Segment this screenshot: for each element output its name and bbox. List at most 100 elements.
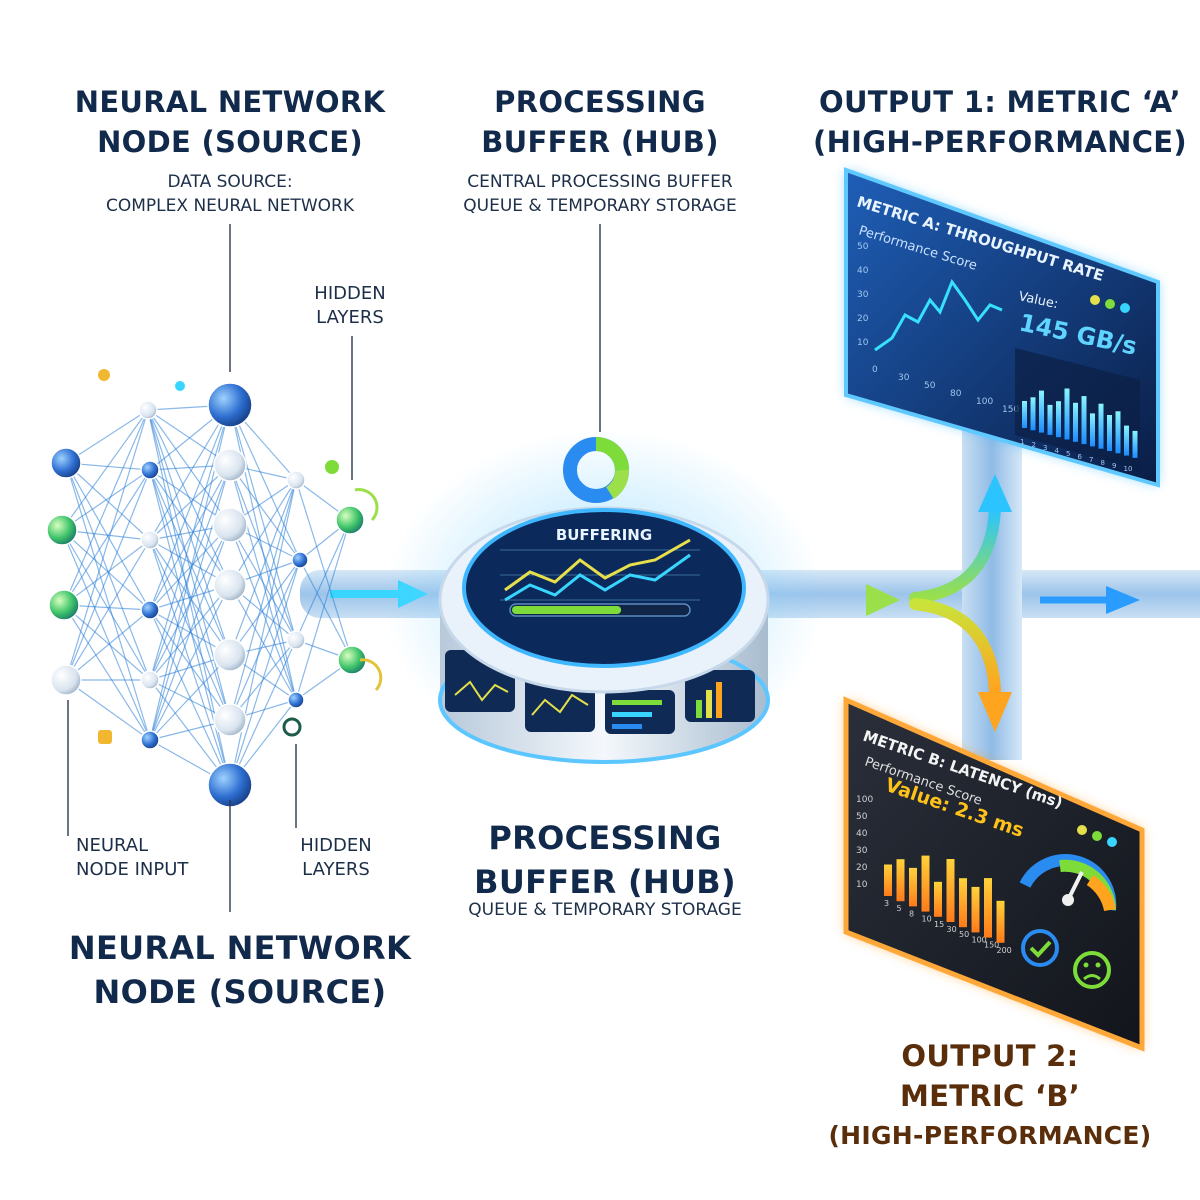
- nn-node: [50, 447, 82, 479]
- panel-a-x-tick: 0: [872, 365, 878, 375]
- hub-side-mini-bar-3: [716, 682, 722, 718]
- nn-node: [207, 382, 253, 428]
- panel-b-bar: [896, 859, 905, 902]
- panel-a-dot-green: [1105, 299, 1115, 309]
- output-b-title-line3: (HIGH-PERFORMANCE): [828, 1121, 1152, 1150]
- output-a-title-line1: OUTPUT 1: METRIC ‘A’: [819, 85, 1181, 119]
- nn-connection: [229, 479, 297, 656]
- hub-title-line1: PROCESSING: [494, 85, 706, 119]
- panel-a-bar-tick: 4: [1055, 447, 1060, 455]
- hidden-bottom-line1: HIDDEN: [300, 835, 372, 856]
- nn-connection: [229, 639, 297, 786]
- nn-connection: [65, 609, 151, 681]
- nn-connection: [63, 409, 149, 606]
- panel-b-bar: [959, 878, 967, 928]
- hub-side-bar-2: [612, 712, 652, 717]
- ring-node-icon: [282, 717, 302, 737]
- nn-node: [286, 470, 306, 490]
- nn-node: [213, 703, 247, 737]
- nn-connection: [229, 464, 297, 641]
- nn-connection: [149, 469, 231, 721]
- nn-node: [140, 530, 160, 550]
- flow-arrow-pass-through-head: [1106, 586, 1140, 614]
- panel-a-bar: [1064, 388, 1070, 440]
- nn-node: [46, 514, 78, 546]
- panel-b-bar: [946, 859, 955, 922]
- hub-buffer-line-2: [504, 553, 691, 602]
- buffer-progress-fill: [512, 606, 622, 614]
- panel-b-x-tick: 10: [922, 915, 932, 924]
- nn-connection: [63, 604, 151, 741]
- nn-connection: [295, 519, 351, 641]
- network-decorations: [98, 369, 383, 744]
- panel-b-y-tick: 10: [856, 880, 868, 890]
- panel-a-bar: [1056, 401, 1061, 438]
- nn-connection: [295, 479, 353, 661]
- output-a-title-line2: (HIGH-PERFORMANCE): [813, 125, 1187, 159]
- nn-node: [291, 551, 309, 569]
- nn-connection: [149, 464, 231, 741]
- panel-a-bar: [1030, 397, 1036, 431]
- hub-bottom-description: QUEUE & TEMPORARY STORAGE: [468, 900, 742, 920]
- arc-accent-icon-2: [359, 658, 383, 692]
- nn-node: [212, 507, 248, 543]
- panel-b-x-tick: 15: [934, 920, 944, 929]
- panel-a-y-tick: 10: [857, 338, 869, 348]
- small-cyan-dot-icon: [175, 381, 185, 391]
- panel-a-bar: [1081, 396, 1087, 445]
- nn-node: [287, 691, 305, 709]
- nn-node: [140, 670, 160, 690]
- nn-connection: [61, 529, 151, 741]
- nn-connection: [229, 524, 297, 641]
- nn-connection: [229, 464, 301, 561]
- processing-buffer-hub: BUFFERING: [384, 430, 824, 770]
- panel-a-y-tick: 50: [857, 242, 869, 252]
- hub-desc-line1: CENTRAL PROCESSING BUFFER: [467, 172, 733, 192]
- panel-b-x-tick: 8: [909, 909, 914, 918]
- panel-b-x-tick: 3: [884, 899, 889, 908]
- panel-a-bar: [1115, 411, 1121, 454]
- panel-a-y-tick: 40: [857, 266, 869, 276]
- nn-connection: [149, 609, 231, 721]
- panel-b-bar: [921, 855, 930, 912]
- nn-node: [140, 600, 160, 620]
- nn-node: [213, 638, 247, 672]
- nn-node: [213, 568, 247, 602]
- nn-node: [138, 400, 158, 420]
- nn-node: [48, 589, 80, 621]
- nn-connection: [63, 604, 151, 681]
- flow-arrow-down-head: [978, 692, 1012, 732]
- panel-b-dot-blue: [1107, 837, 1117, 847]
- panel-b-bar: [934, 881, 942, 917]
- panel-a-dot-yellow: [1090, 295, 1100, 305]
- nn-connection: [229, 559, 301, 656]
- nn-connection: [149, 404, 231, 681]
- hub-side-mini-bar-1: [696, 700, 702, 718]
- output-b-title-line1: OUTPUT 2:: [901, 1039, 1079, 1073]
- nn-connection: [65, 462, 151, 741]
- panel-b-y-tick: 50: [856, 812, 868, 822]
- output-b-title: OUTPUT 2: METRIC ‘B’ (HIGH-PERFORMANCE): [820, 1036, 1160, 1156]
- hub-side-bar-1: [612, 700, 662, 705]
- flow-arrow-down-to-b: [909, 598, 1001, 696]
- panel-a-y-tick: 20: [857, 314, 869, 324]
- panel-a-bar-tick: 1: [1020, 438, 1024, 446]
- neural-network-connections: [61, 404, 353, 786]
- nn-node: [286, 630, 306, 650]
- hub-side-bar-3: [612, 724, 642, 729]
- panel-b-bar-chart: [884, 855, 1005, 943]
- panel-a-bar-tick: 9: [1112, 462, 1116, 470]
- output-b-panel: METRIC B: LATENCY (ms) Performance Score…: [843, 696, 1145, 1052]
- nn-connection: [61, 529, 151, 611]
- panel-b-frame: [843, 696, 1145, 1052]
- source-title-line1: NEURAL NETWORK: [74, 85, 386, 119]
- panel-a-x-tick: 30: [898, 373, 910, 383]
- nn-connection: [149, 404, 231, 611]
- panel-a-bar: [1124, 425, 1129, 456]
- panel-b-dot-yellow: [1077, 825, 1087, 835]
- panel-b-y-tick: 100: [856, 795, 873, 805]
- arc-accent-icon: [354, 488, 379, 522]
- panel-b-bar: [884, 864, 892, 896]
